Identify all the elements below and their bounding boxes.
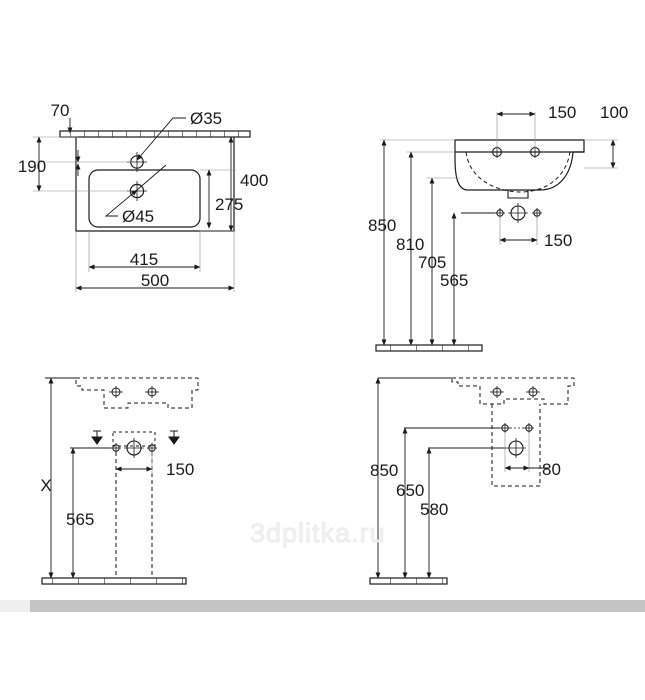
label-total-x: X	[40, 476, 51, 495]
label-width-outer: 500	[141, 271, 169, 290]
dim-150-bl	[115, 452, 153, 474]
basin-profile-outline	[454, 139, 585, 191]
label-depth-inner: 275	[215, 195, 243, 214]
bottom-gray-bar	[0, 600, 645, 612]
hole-marker-br-1	[490, 386, 504, 398]
label-h3-br: 580	[420, 500, 448, 519]
label-h3-right: 705	[418, 253, 446, 272]
label-rim-height: 100	[600, 103, 628, 122]
down-arrow-right-bl	[168, 430, 180, 445]
dim-400	[200, 136, 236, 232]
floor-line-bl	[41, 577, 187, 585]
label-h2-br: 650	[396, 481, 424, 500]
view-top-right-elevation	[375, 111, 618, 352]
label-spacing-150-bl: 150	[166, 460, 194, 479]
dim-190	[33, 136, 132, 192]
dim-850-right	[380, 139, 455, 346]
supply-fittings-bl	[70, 438, 157, 458]
fixture-box-bl	[112, 431, 156, 447]
hole-marker-br-2	[526, 386, 540, 398]
connection-fittings	[461, 203, 542, 245]
dim-rim-100	[584, 139, 618, 169]
pedestal-hidden-br	[491, 404, 541, 487]
label-h1-br: 850	[370, 461, 398, 480]
waste-fittings-br	[404, 423, 534, 458]
waste-tab	[507, 190, 529, 199]
hole-marker-bl-2	[145, 386, 159, 398]
label-h1-right: 850	[368, 216, 396, 235]
basin-outer-outline	[75, 137, 235, 232]
label-hole-upper: Ø35	[190, 109, 222, 128]
label-depth-outer: 400	[240, 171, 268, 190]
bowl-inner-dashed	[465, 151, 571, 193]
label-width-inner: 415	[130, 250, 158, 269]
label-offset-hole: 190	[18, 157, 46, 176]
label-h4-right: 565	[440, 271, 468, 290]
view-top-left-plan	[33, 117, 251, 292]
basin-inner-bowl	[88, 169, 201, 228]
dim-810-right	[406, 151, 455, 346]
label-offset-80-br: 80	[542, 460, 561, 479]
label-tap-spacing: 150	[548, 103, 576, 122]
leader-hole-35	[136, 117, 186, 161]
bottom-gray-bar-cap	[0, 600, 30, 612]
label-h2-right: 810	[396, 235, 424, 254]
dim-415	[88, 231, 201, 272]
label-connection-spacing: 150	[544, 231, 572, 250]
dim-500	[75, 231, 235, 292]
label-height-565-bl: 565	[66, 510, 94, 529]
view-bottom-left	[41, 377, 199, 585]
basin-hidden-outline-br	[451, 377, 575, 405]
wall-line	[59, 130, 251, 138]
hole-marker-bl-1	[109, 386, 123, 398]
floor-line-br	[369, 577, 448, 585]
floor-line-right	[375, 344, 483, 352]
leader-hole-45	[104, 189, 138, 217]
basin-hidden-outline-bl	[75, 377, 199, 409]
label-hole-lower: Ø45	[122, 207, 154, 226]
view-bottom-right	[369, 377, 575, 585]
dim-705-right	[427, 177, 460, 346]
label-offset-top: 70	[51, 101, 70, 120]
down-arrow-left-bl	[91, 430, 103, 445]
